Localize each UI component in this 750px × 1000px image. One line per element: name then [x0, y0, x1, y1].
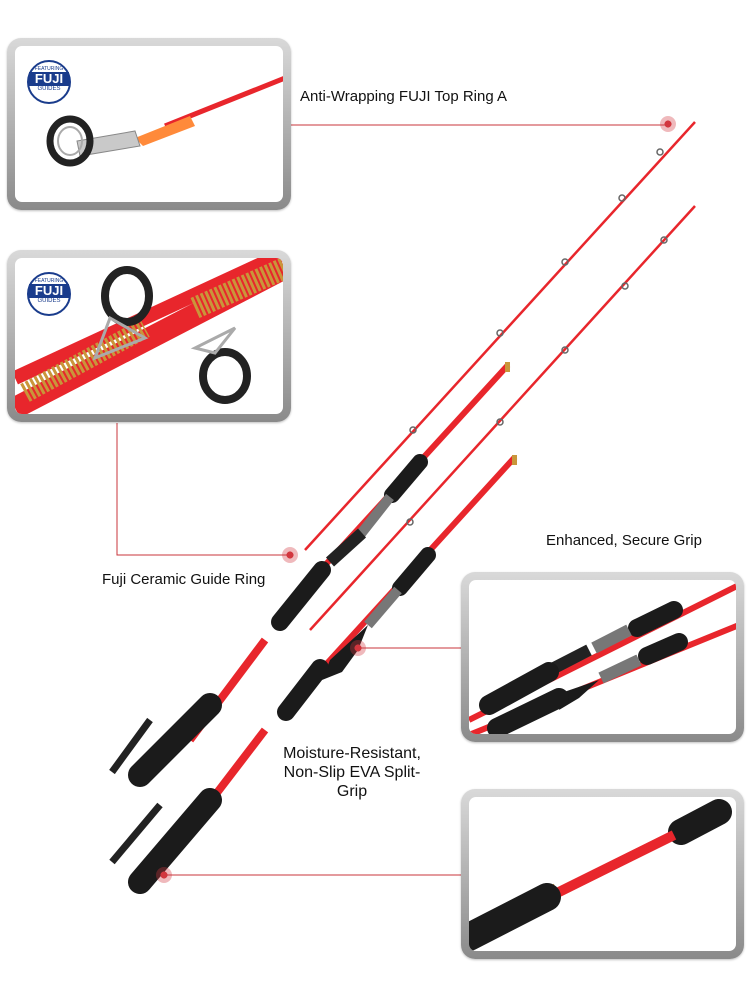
- guide-ring-closeup-image: [15, 258, 283, 414]
- top-ring-closeup-image: [46, 76, 283, 167]
- top-ring-label: Anti-Wrapping FUJI Top Ring A: [300, 88, 508, 105]
- guide-ring-label: Fuji Ceramic Guide Ring: [102, 571, 266, 588]
- top-ring-detail-panel: FEATURING FUJI GUIDES: [7, 38, 291, 210]
- eva-grip-detail-panel: [461, 789, 744, 959]
- guide-ring-detail-panel: FEATURING FUJI GUIDES: [7, 250, 291, 422]
- eva-grip-closeup-image: [469, 799, 732, 951]
- fuji-guides-logo: FEATURING FUJI GUIDES: [27, 272, 71, 316]
- reel-seat-closeup-image: [469, 583, 736, 734]
- callout-dot-eva-grip: [156, 867, 172, 883]
- callout-dot-guide-ring: [282, 547, 298, 563]
- casting-rod: [109, 205, 696, 894]
- secure-grip-detail-panel: [461, 572, 744, 742]
- fuji-guides-logo: FEATURING FUJI GUIDES: [27, 60, 71, 104]
- callout-dot-secure-grip: [350, 640, 366, 656]
- eva-grip-label: Moisture-Resistant, Non-Slip EVA Split- …: [283, 745, 421, 800]
- secure-grip-label: Enhanced, Secure Grip: [546, 532, 702, 549]
- callout-dot-top-ring: [660, 116, 676, 132]
- spinning-rod: [109, 121, 696, 787]
